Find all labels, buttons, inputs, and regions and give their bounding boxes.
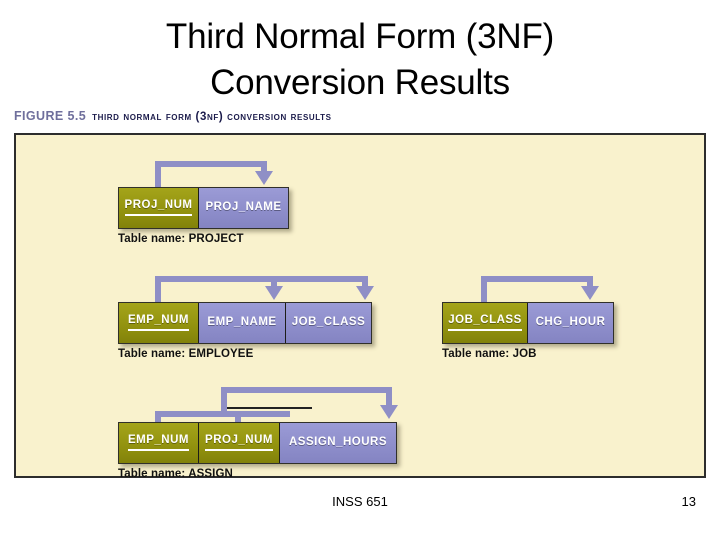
table-row: EMP_NUM EMP_NAME JOB_CLASS (118, 302, 372, 344)
column-proj-name[interactable]: PROJ_NAME (199, 188, 288, 228)
column-label: EMP_NUM (127, 435, 189, 451)
figure-number: FIGURE 5.5 (14, 109, 87, 123)
column-label: EMP_NUM (127, 315, 189, 331)
column-label: PROJ_NAME (205, 201, 282, 214)
table-project: PROJ_NUM PROJ_NAME Table name: PROJECT (118, 161, 289, 245)
footer-course: INSS 651 (332, 494, 388, 509)
column-label: EMP_NAME (207, 316, 277, 329)
table-name-project: Table name: PROJECT (118, 233, 244, 245)
table-row: EMP_NUM PROJ_NUM ASSIGN_HOURS (118, 422, 397, 464)
column-proj-num[interactable]: PROJ_NUM (119, 188, 199, 228)
column-label: ASSIGN_HOURS (288, 436, 388, 449)
footer-page-number: 13 (681, 494, 696, 509)
column-emp-name[interactable]: EMP_NAME (199, 303, 286, 343)
column-assign-proj-num[interactable]: PROJ_NUM (199, 423, 280, 463)
column-label: CHG_HOUR (535, 316, 606, 329)
dependency-connector-employee (155, 276, 374, 304)
figure-panel: PROJ_NUM PROJ_NAME Table name: PROJECT E… (14, 133, 706, 480)
column-job-class[interactable]: JOB_CLASS (286, 303, 371, 343)
column-assign-emp-num[interactable]: EMP_NUM (119, 423, 199, 463)
column-label: JOB_CLASS (291, 316, 366, 329)
table-assign: EMP_NUM PROJ_NUM ASSIGN_HOURS Table name… (118, 387, 398, 480)
table-row: PROJ_NUM PROJ_NAME (118, 187, 289, 229)
column-label: PROJ_NUM (124, 200, 193, 216)
column-chg-hour[interactable]: CHG_HOUR (528, 303, 613, 343)
table-job: JOB_CLASS CHG_HOUR Table name: JOB (442, 276, 614, 360)
column-emp-num[interactable]: EMP_NUM (119, 303, 199, 343)
column-job-class-pk[interactable]: JOB_CLASS (443, 303, 528, 343)
figure-caption: FIGURE 5.5 Third Normal Form (3NF) Conver… (14, 109, 332, 123)
column-label: JOB_CLASS (448, 315, 522, 331)
table-name-assign: Table name: ASSIGN (118, 468, 233, 480)
page-title: Third Normal Form (3NF) Conversion Resul… (165, 17, 555, 102)
dependency-connector-assign (155, 387, 398, 425)
dependency-connector-project (155, 161, 273, 189)
column-assign-hours[interactable]: ASSIGN_HOURS (280, 423, 396, 463)
table-name-job: Table name: JOB (442, 348, 537, 360)
figure-caption-text: Third Normal Form (3NF) Conversion Resul… (92, 111, 332, 123)
table-name-employee: Table name: EMPLOYEE (118, 348, 254, 360)
column-label: PROJ_NUM (205, 435, 273, 451)
table-row: JOB_CLASS CHG_HOUR (442, 302, 614, 344)
dependency-connector-job (481, 276, 599, 304)
table-employee: EMP_NUM EMP_NAME JOB_CLASS Table name: E… (118, 276, 374, 360)
